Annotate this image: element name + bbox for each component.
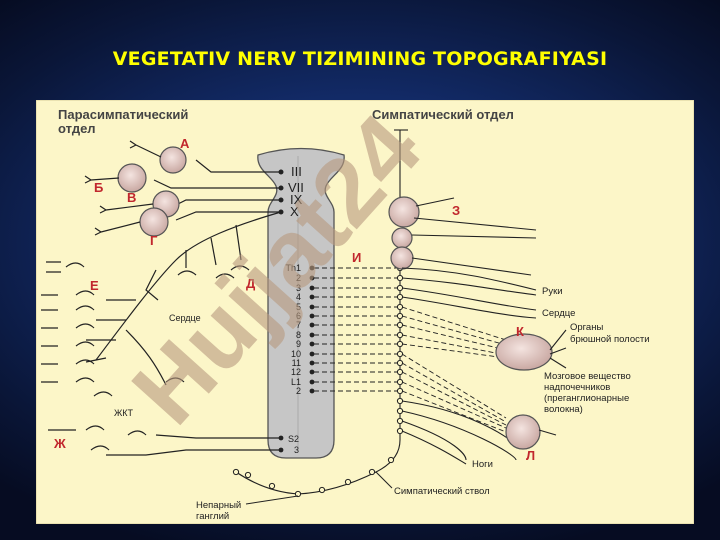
organ-label-unpaired-ganglion-1: Непарный <box>196 500 241 511</box>
organ-label-adrenal-2: надпочечников <box>544 382 610 393</box>
organ-label-unpaired-ganglion-2: ганглий <box>196 511 229 522</box>
sympathetic-labels: З И К Л <box>352 203 535 463</box>
segment-Th1: Th1 <box>285 263 301 273</box>
sympathetic-trunk <box>235 129 408 495</box>
organ-label-sympathetic-trunk: Симпатический ствол <box>394 486 490 497</box>
label-G: Г <box>150 233 158 248</box>
organ-label-adrenal-4: волокна) <box>544 404 583 415</box>
sacral-segment-labels: S2 3 <box>288 434 299 455</box>
segment-5: 5 <box>296 302 301 312</box>
left-heading-line1: Парасимпатический <box>58 107 188 122</box>
segment-7: 7 <box>296 320 301 330</box>
organ-label-gi-tract: ЖКТ <box>114 408 134 418</box>
segment-10: 10 <box>291 349 301 359</box>
label-D: Д <box>246 276 256 291</box>
label-A: А <box>180 136 190 151</box>
slide-title: VEGETATIV NERV TIZIMINING TOPOGRAFIYASI <box>112 48 608 70</box>
segment-3: 3 <box>296 283 301 293</box>
segment-6: 6 <box>296 311 301 321</box>
spinal-segment-labels: Th1 2 3 4 5 6 7 8 9 10 11 12 L1 2 <box>285 263 301 396</box>
organ-label-abdominal-1: Органы <box>570 322 603 333</box>
diagram-background <box>36 100 694 524</box>
prevertebral-ganglia <box>495 333 553 450</box>
spinal-cord <box>257 147 345 459</box>
ganglion-Z <box>388 196 420 228</box>
parasympathetic-labels: А Б В Г Д Е Ж <box>53 136 256 451</box>
segment-4: 4 <box>296 292 301 302</box>
right-heading: Симпатический отдел <box>372 107 514 122</box>
segment-11: 11 <box>292 358 301 368</box>
organ-label-legs: Ноги <box>472 459 493 470</box>
cranial-nerve-labels: III VII IX X <box>288 164 304 219</box>
ganglion-B <box>117 163 147 193</box>
ganglion-L <box>505 414 541 450</box>
cranial-nerve-III: III <box>291 164 302 179</box>
segment-L1: L1 <box>291 377 301 387</box>
label-B: Б <box>94 180 103 195</box>
ganglion-A <box>159 146 187 174</box>
label-E: Е <box>90 278 99 293</box>
segment-S2: S2 <box>288 434 299 444</box>
cranial-nerve-IX: IX <box>290 192 303 207</box>
organ-label-heart-left: Сердце <box>169 313 201 323</box>
organ-label-heart-right: Сердце <box>542 308 575 319</box>
parasympathetic-ganglia <box>117 146 187 237</box>
cranial-nerve-X: X <box>290 204 299 219</box>
organ-label-arms: Руки <box>542 286 563 297</box>
segment-8: 8 <box>296 330 301 340</box>
segment-12: 12 <box>291 367 301 377</box>
segment-2: 2 <box>296 273 301 283</box>
label-I: И <box>352 250 361 265</box>
segment-L2: 2 <box>296 386 301 396</box>
ganglion-I-upper <box>391 227 413 249</box>
organ-label-adrenal-3: (преганглионарные <box>544 393 629 404</box>
organ-label-adrenal-1: Мозговое вещество <box>544 371 631 382</box>
label-Zh: Ж <box>53 436 66 451</box>
left-heading-line2: отдел <box>58 121 96 136</box>
cranial-nerve-VII: VII <box>288 180 304 195</box>
cervical-ganglia <box>388 196 420 270</box>
ganglion-G <box>139 207 169 237</box>
label-K: К <box>516 324 524 339</box>
parasympathetic-cranial-fibers <box>85 159 282 456</box>
autonomic-nervous-system-diagram: Парасимпатический отдел Симпатический от… <box>36 100 694 524</box>
label-V: В <box>127 190 136 205</box>
segment-S3: 3 <box>294 445 299 455</box>
ganglion-I <box>390 246 414 270</box>
ganglion-K <box>495 333 553 371</box>
organ-label-abdominal-2: брюшной полости <box>570 334 650 345</box>
preganglionic-fibers <box>314 260 507 433</box>
label-Z: З <box>452 203 460 218</box>
segment-9: 9 <box>296 339 301 349</box>
label-L: Л <box>526 448 535 463</box>
